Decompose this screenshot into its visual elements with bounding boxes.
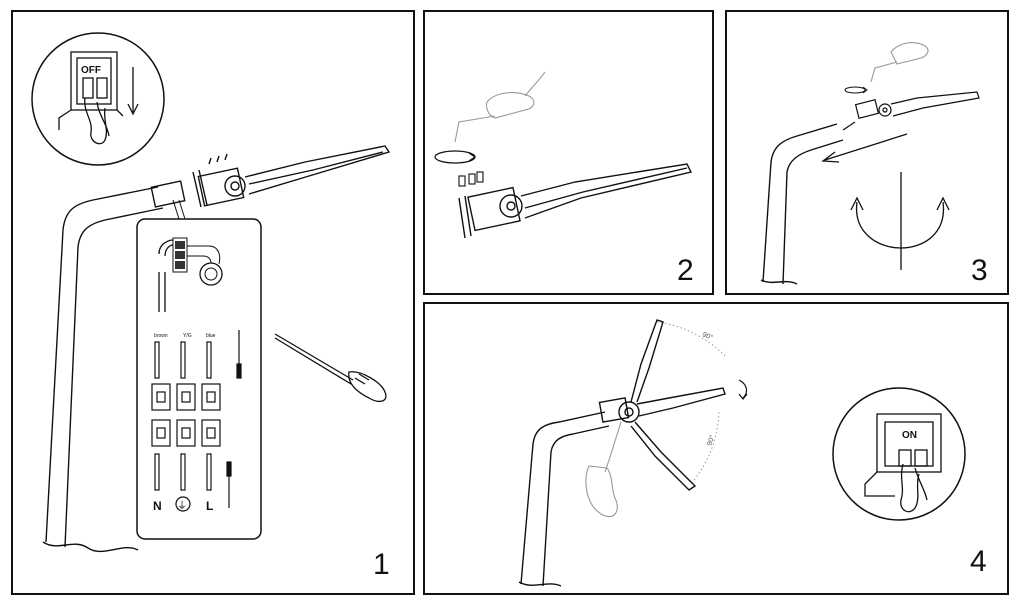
wiring-diagram-card — [136, 199, 262, 540]
screwdriver-icon — [274, 333, 387, 403]
step-number-1: 1 — [373, 548, 390, 581]
bolts — [458, 171, 484, 187]
lamp-pole — [518, 411, 610, 587]
adjustment-arc — [656, 321, 726, 485]
rotate-arrow-icon — [434, 150, 477, 164]
rotate-arrows-icon — [850, 172, 950, 270]
step-4-panel: 90° 90° ON 4 — [423, 302, 1009, 595]
step-1-illustration: OFF — [31, 32, 391, 553]
lamp-pole — [42, 180, 186, 553]
terminal-symbol-earth: ⏚ — [177, 500, 187, 512]
luminaire — [842, 91, 980, 131]
step-number-4: 4 — [970, 545, 987, 578]
step-2-panel: 2 — [423, 10, 714, 295]
wire-label-blue: blue — [206, 333, 216, 339]
switch-on-label: ON — [902, 430, 917, 441]
rotate-arrow-icon — [738, 379, 748, 400]
terminal-symbol-l: L — [206, 499, 213, 513]
switch-off-icon — [58, 51, 139, 145]
hex-key-hand-icon — [585, 421, 622, 518]
step-4-illustration: 90° 90° ON — [518, 319, 966, 587]
hex-key-hand-icon — [870, 42, 929, 83]
push-arrow-icon — [821, 133, 908, 163]
step-number-2: 2 — [677, 254, 694, 287]
angle-label-bottom: 90° — [705, 434, 716, 447]
hex-key-hand-icon — [454, 71, 546, 143]
step-3-illustration — [760, 42, 980, 285]
luminaire — [192, 145, 391, 208]
angle-label-top: 90° — [701, 330, 714, 341]
step-number-3: 3 — [971, 254, 988, 287]
luminaire — [598, 319, 726, 491]
wire-label-yg: Y/G — [183, 333, 192, 339]
switch-on-icon — [864, 413, 942, 513]
step-2-illustration — [434, 71, 693, 239]
step-1-panel: OFF — [11, 10, 415, 595]
lamp-pole — [760, 123, 844, 285]
luminaire — [458, 163, 693, 239]
terminal-symbol-n: N — [153, 499, 162, 513]
rotate-arrow-icon — [844, 86, 868, 94]
step-3-panel: 3 — [725, 10, 1009, 295]
wiring-terminals — [151, 330, 242, 512]
switch-off-label: OFF — [81, 65, 101, 76]
switch-off-inset — [31, 32, 165, 166]
wire-label-brown: brown — [154, 333, 168, 339]
